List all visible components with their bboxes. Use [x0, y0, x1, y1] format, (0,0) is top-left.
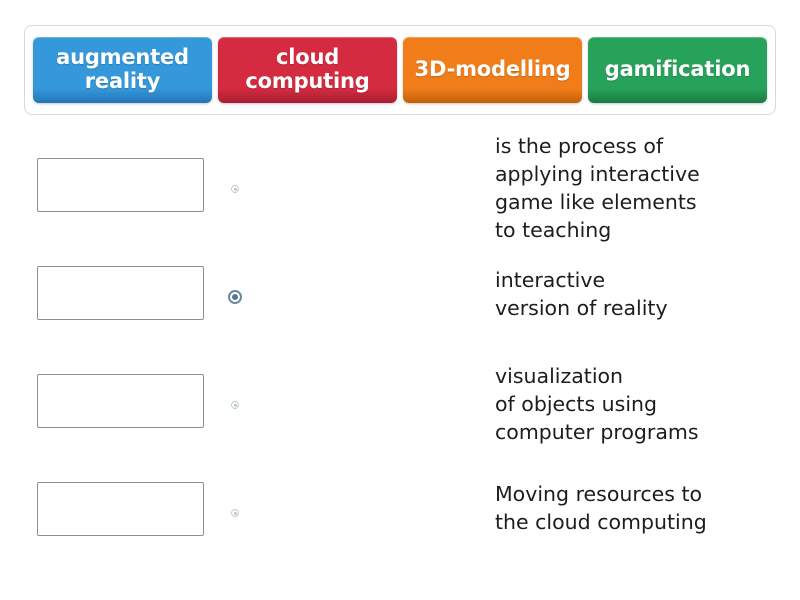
connector-dot-icon[interactable]: [228, 506, 242, 520]
connector-core: [233, 403, 237, 407]
word-tile-label: augmented reality: [56, 45, 189, 93]
answer-drop-box[interactable]: [37, 266, 204, 320]
definition-text: is the process of applying interactive g…: [495, 134, 700, 242]
word-tile-3d-modelling[interactable]: 3D-modelling: [403, 37, 582, 103]
answer-drop-box[interactable]: [37, 374, 204, 428]
connector-dot-icon[interactable]: [228, 290, 242, 304]
connector-dot-icon[interactable]: [228, 398, 242, 412]
word-tile-gamification[interactable]: gamification: [588, 37, 767, 103]
word-tile-label: cloud computing: [245, 45, 370, 93]
word-tile-label: gamification: [604, 57, 751, 82]
connector-core: [232, 294, 238, 300]
word-tile-cloud-computing[interactable]: cloud computing: [218, 37, 397, 103]
connector-core: [233, 187, 237, 191]
definition-text: interactive version of reality: [495, 268, 668, 320]
connector-ring: [228, 290, 242, 304]
word-tile-label: 3D-modelling: [414, 57, 571, 82]
word-tile-augmented-reality[interactable]: augmented reality: [33, 37, 212, 103]
connector-ring: [231, 185, 239, 193]
connector-ring: [231, 509, 239, 517]
word-tile-tray: augmented reality cloud computing 3D-mod…: [24, 25, 776, 115]
answer-drop-box[interactable]: [37, 158, 204, 212]
answer-drop-box[interactable]: [37, 482, 204, 536]
definition-text: visualization of objects using computer …: [495, 364, 699, 444]
connector-core: [233, 511, 237, 515]
connector-ring: [231, 401, 239, 409]
definition-text: Moving resources to the cloud computing: [495, 482, 707, 534]
connector-dot-icon[interactable]: [228, 182, 242, 196]
